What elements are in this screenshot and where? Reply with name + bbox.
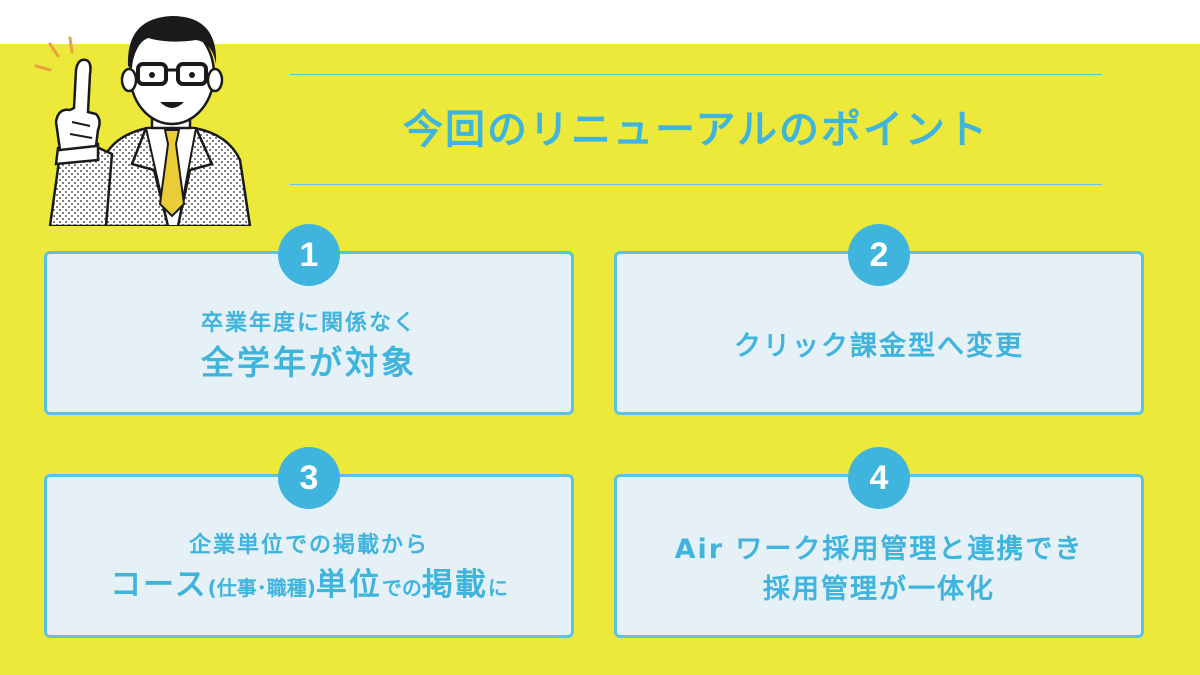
point-text-line2: コース(仕事･職種)単位での掲載に bbox=[110, 562, 508, 611]
point-number-badge: 4 bbox=[848, 447, 910, 509]
point-number-badge: 1 bbox=[278, 224, 340, 286]
point-card-2: 2 クリック課金型へ変更 bbox=[614, 224, 1144, 415]
text-part: コース bbox=[110, 566, 208, 603]
text-part: 掲載 bbox=[421, 566, 488, 603]
point-text-line1: 企業単位での掲載から bbox=[188, 532, 429, 558]
point-card-3: 3 企業単位での掲載から コース(仕事･職種)単位での掲載に bbox=[44, 447, 574, 638]
point-card-1: 1 卒業年度に関係なく 全学年が対象 bbox=[44, 224, 574, 415]
title-bottom-rule bbox=[290, 184, 1102, 185]
text-part-small: での bbox=[381, 575, 422, 600]
text-part: 単位 bbox=[315, 566, 382, 603]
text-part-small: に bbox=[487, 575, 508, 600]
point-number-badge: 3 bbox=[278, 447, 340, 509]
point-text-line2: 採用管理が一体化 bbox=[763, 574, 995, 605]
title-top-rule bbox=[290, 74, 1102, 75]
businessman-pointing-icon bbox=[34, 16, 252, 226]
point-text-line2: 全学年が対象 bbox=[201, 343, 417, 382]
point-card-4: 4 Air ワーク採用管理と連携でき 採用管理が一体化 bbox=[614, 447, 1144, 638]
text-part-small: (仕事･職種) bbox=[207, 575, 316, 600]
point-text-line1: クリック課金型へ変更 bbox=[734, 331, 1024, 362]
point-number-badge: 2 bbox=[848, 224, 910, 286]
point-text-line1: 卒業年度に関係なく bbox=[200, 311, 417, 336]
page-title: 今回のリニューアルのポイント bbox=[403, 107, 989, 153]
point-text-line1: Air ワーク採用管理と連携でき bbox=[674, 534, 1084, 565]
